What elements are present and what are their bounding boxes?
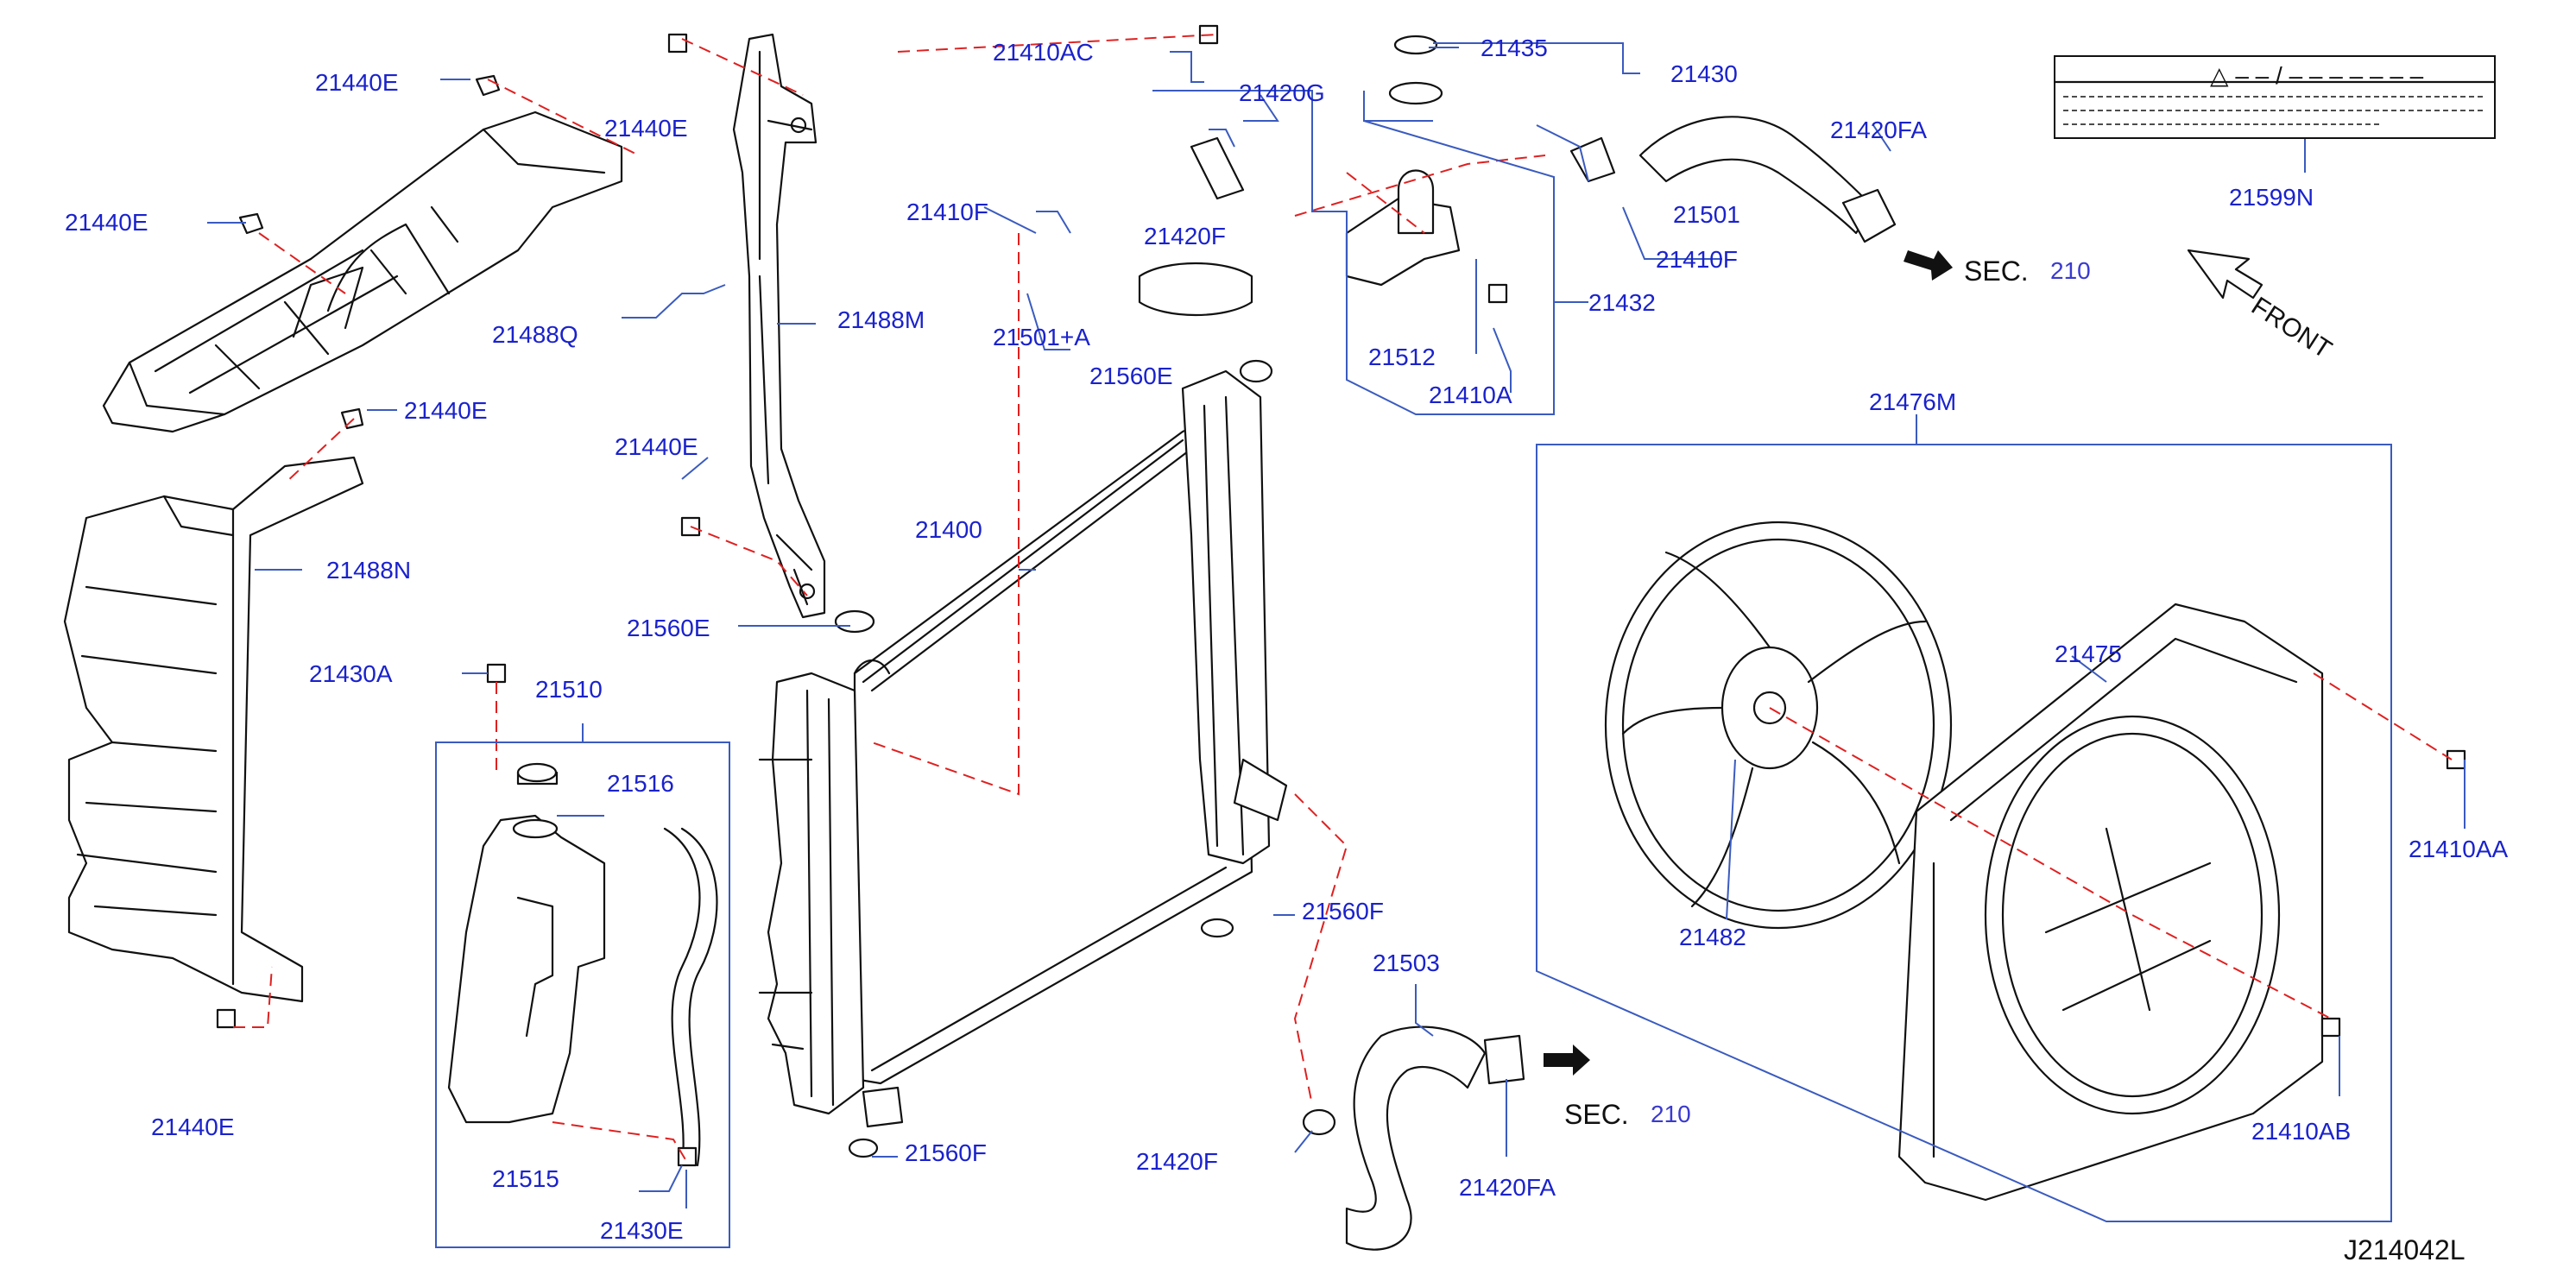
caution-label <box>2053 55 2497 139</box>
callout-21515: 21515 <box>492 1165 559 1192</box>
callout-21400: 21400 <box>915 516 982 543</box>
callout-21440e-e: 21440E <box>615 433 698 460</box>
callout-21560f-b: 21560F <box>905 1139 987 1166</box>
upper-hose-group <box>1138 35 1897 317</box>
callout-21432: 21432 <box>1588 289 1656 316</box>
callout-21440e-c: 21440E <box>65 209 148 236</box>
callout-21410a: 21410A <box>1429 382 1512 408</box>
leader-lines <box>207 42 2466 1248</box>
callout-21503: 21503 <box>1373 950 1440 976</box>
callout-21435: 21435 <box>1481 35 1548 61</box>
reservoir-tank <box>447 762 718 1167</box>
shroud-upper-left <box>102 110 623 433</box>
callout-21501: 21501 <box>1673 201 1740 228</box>
callout-21410aa: 21410AA <box>2409 836 2509 862</box>
callout-21410f-b: 21410F <box>1656 246 1738 273</box>
callout-21420f-a: 21420F <box>1144 223 1226 249</box>
callout-21430e: 21430E <box>600 1217 684 1244</box>
bracket-vertical <box>732 33 826 619</box>
sec-label-a: SEC. <box>1964 256 2029 287</box>
callout-21560e-b: 21560E <box>627 615 710 641</box>
callout-21488n: 21488N <box>326 557 412 584</box>
callout-21599n: 21599N <box>2229 184 2314 211</box>
sec-number-b[interactable]: 210 <box>1651 1101 1691 1127</box>
fasteners <box>216 24 2466 1167</box>
callout-21420fa-b: 21420FA <box>1459 1174 1556 1201</box>
callout-21440e-d: 21440E <box>404 397 488 424</box>
callout-21560f-a: 21560F <box>1302 898 1384 924</box>
fan-shroud <box>1897 603 2324 1202</box>
callout-21512: 21512 <box>1368 344 1436 370</box>
callout-21510: 21510 <box>535 676 603 703</box>
callout-21410ab: 21410AB <box>2251 1118 2352 1145</box>
caution-label-header: △ – – / – – – – – – – <box>2210 62 2424 89</box>
callout-21488q: 21488Q <box>492 321 578 348</box>
fan <box>1604 521 1953 930</box>
callout-21410f-a: 21410F <box>906 199 988 225</box>
callout-21560e-a: 21560E <box>1089 363 1173 389</box>
callout-21440e-b: 21440E <box>604 115 688 142</box>
shroud-lower-left <box>63 456 364 1003</box>
sec-label-b: SEC. <box>1564 1099 1629 1130</box>
callout-21516: 21516 <box>607 770 674 797</box>
callout-21420f-b: 21420F <box>1136 1148 1218 1175</box>
radiator <box>758 369 1288 1128</box>
sec-number-a[interactable]: 210 <box>2050 257 2091 284</box>
callout-21475: 21475 <box>2055 640 2122 667</box>
callout-21482: 21482 <box>1679 924 1746 950</box>
callout-21501a: 21501+A <box>993 324 1090 350</box>
callout-21476m: 21476M <box>1869 388 1957 415</box>
callout-21430a: 21430A <box>309 660 393 687</box>
sec-arrow-icons <box>1544 250 1953 1076</box>
diagram-id: J214042L <box>2344 1234 2466 1265</box>
callout-21440e-a: 21440E <box>315 69 399 96</box>
guide-lines <box>233 34 2453 1162</box>
lower-hose <box>1345 1025 1525 1251</box>
callout-21440e-f: 21440E <box>151 1114 235 1140</box>
front-arrow-icon <box>2187 249 2263 300</box>
callout-21410ac: 21410AC <box>993 39 1094 66</box>
callout-21430: 21430 <box>1670 60 1738 87</box>
callout-21488m: 21488M <box>837 306 925 333</box>
callout-21420g: 21420G <box>1239 79 1325 106</box>
callout-21420fa-a: 21420FA <box>1830 117 1928 143</box>
